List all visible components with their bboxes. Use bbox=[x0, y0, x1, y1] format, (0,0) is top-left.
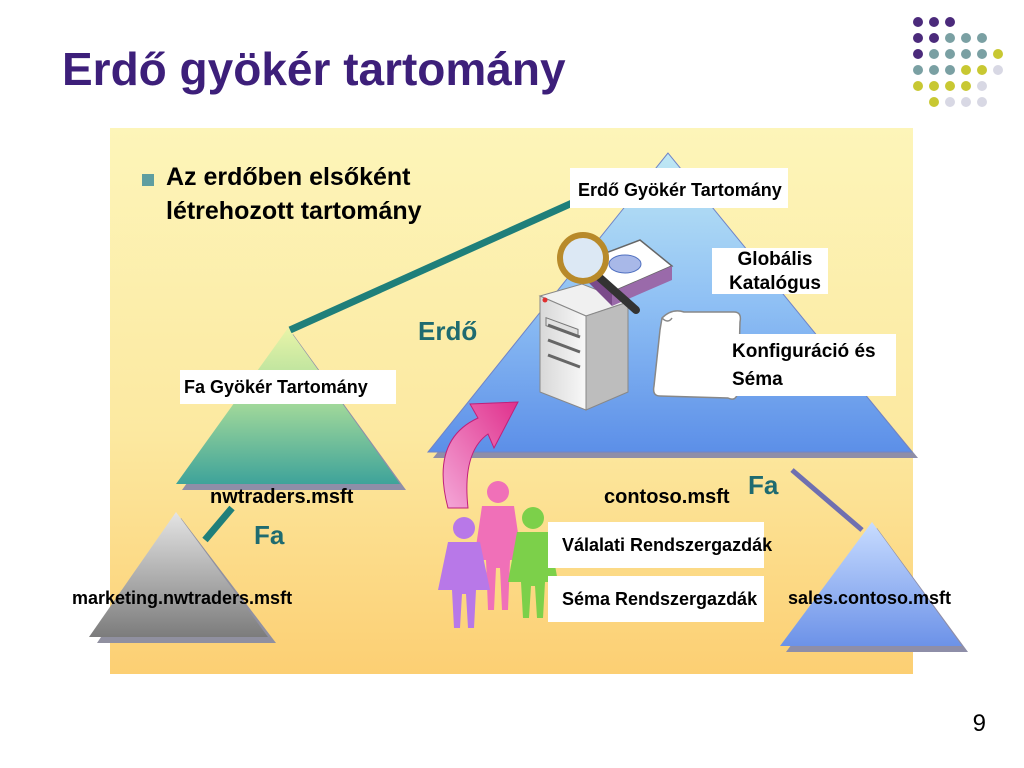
sales-triangle bbox=[780, 522, 962, 646]
forest-label: Erdő bbox=[418, 316, 478, 346]
tree-link-line bbox=[202, 505, 235, 543]
marketing-triangle bbox=[89, 512, 268, 637]
sales-link-line bbox=[790, 468, 864, 532]
domain-contoso-label: contoso.msft bbox=[604, 486, 730, 508]
curved-arrow-icon bbox=[442, 401, 519, 509]
forest-root-label: Erdő Gyökér Tartomány bbox=[570, 168, 788, 208]
domain-sales-label: sales.contoso.msft bbox=[788, 588, 952, 608]
domain-nwtraders-label: nwtraders.msft bbox=[210, 486, 354, 508]
tree-root-label: Fa Gyökér Tartomány bbox=[180, 370, 396, 404]
decorative-dot-grid bbox=[913, 17, 1003, 107]
people-icon bbox=[438, 481, 558, 628]
domain-marketing-label: marketing.nwtraders.msft bbox=[72, 588, 293, 608]
magnifier-icon bbox=[557, 232, 640, 314]
enterprise-admins-label: Válalati Rendszergazdák bbox=[548, 522, 772, 568]
page-number: 9 bbox=[972, 710, 986, 737]
forest-link-line bbox=[288, 191, 592, 334]
slide-title: Erdő gyökér tartomány bbox=[62, 43, 566, 95]
tree-triangle bbox=[176, 328, 400, 484]
bullet-text: Az erdőben elsőként létrehozott tartomán… bbox=[166, 163, 422, 225]
bullet-item: Az erdőben elsőként létrehozott tartomán… bbox=[142, 160, 462, 228]
global-catalog-label: Globális Katalógus bbox=[712, 248, 828, 294]
tree-label-left: Fa bbox=[254, 520, 285, 550]
config-schema-label: Konfiguráció és Séma bbox=[728, 334, 896, 396]
tree-label-right: Fa bbox=[748, 470, 779, 500]
schema-admins-label: Séma Rendszergazdák bbox=[548, 576, 764, 622]
server-icon bbox=[538, 283, 630, 411]
bullet-square-icon bbox=[142, 174, 154, 186]
